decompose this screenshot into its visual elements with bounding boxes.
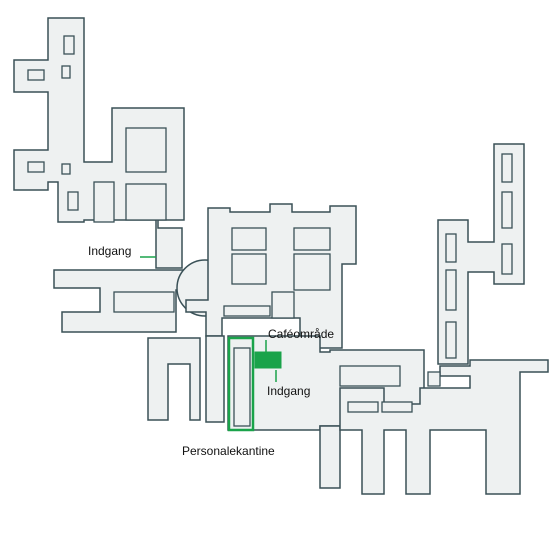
building-central-block xyxy=(185,203,357,349)
label-staff-canteen[interactable]: Personalekantine xyxy=(182,444,275,458)
building-east-tower xyxy=(437,143,525,365)
building-northwest-tower xyxy=(13,17,185,269)
label-entrance-west[interactable]: Indgang xyxy=(88,244,132,258)
cafe-area-highlight[interactable] xyxy=(254,351,282,369)
label-entrance-center[interactable]: Indgang xyxy=(267,384,311,398)
label-cafe-area[interactable]: Caféområde xyxy=(268,327,335,341)
building-west-wing xyxy=(53,269,207,333)
highlight-layer xyxy=(140,256,282,432)
building-southwest-wings xyxy=(147,335,225,423)
building-south-complex xyxy=(319,359,549,495)
staff-canteen-highlight[interactable] xyxy=(227,336,255,432)
